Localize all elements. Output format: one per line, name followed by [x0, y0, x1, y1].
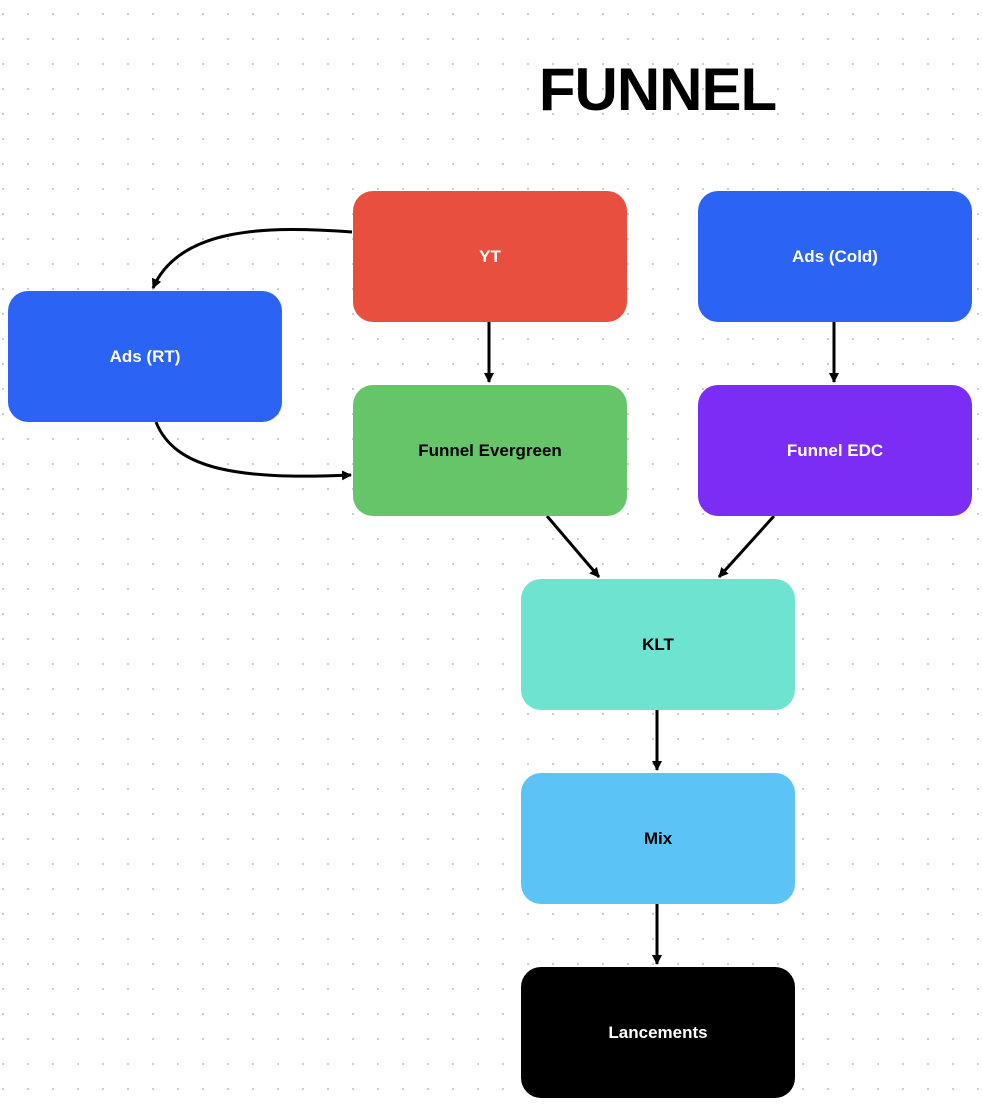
node-label: KLT: [642, 634, 674, 654]
edge-funnel-edc-to-klt[interactable]: [717, 514, 776, 579]
edge-yt-to-ads-rt[interactable]: [151, 228, 353, 289]
node-label: Ads (RT): [109, 346, 181, 366]
edge-ads-rt-to-funnel-evergreen[interactable]: [154, 421, 352, 481]
node-label: Funnel Evergreen: [418, 440, 562, 460]
node-label: YT: [479, 246, 501, 266]
node-funnel-edc[interactable]: Funnel EDC: [698, 385, 972, 516]
diagram-title: FUNNEL: [538, 56, 777, 123]
node-label: Lancements: [608, 1022, 708, 1042]
node-label: Funnel EDC: [786, 440, 884, 460]
node-funnel-evergreen[interactable]: Funnel Evergreen: [353, 385, 627, 516]
node-ads-cold[interactable]: Ads (Cold): [698, 191, 972, 322]
node-lancements[interactable]: Lancements: [521, 967, 795, 1098]
node-yt[interactable]: YT: [353, 191, 627, 322]
node-ads-rt[interactable]: Ads (RT): [8, 291, 282, 422]
node-mix[interactable]: Mix: [521, 773, 795, 904]
node-klt[interactable]: KLT: [521, 579, 795, 710]
node-label: Mix: [643, 828, 673, 848]
node-label: Ads (Cold): [792, 246, 878, 266]
edge-funnel-evergreen-to-klt[interactable]: [545, 515, 601, 578]
